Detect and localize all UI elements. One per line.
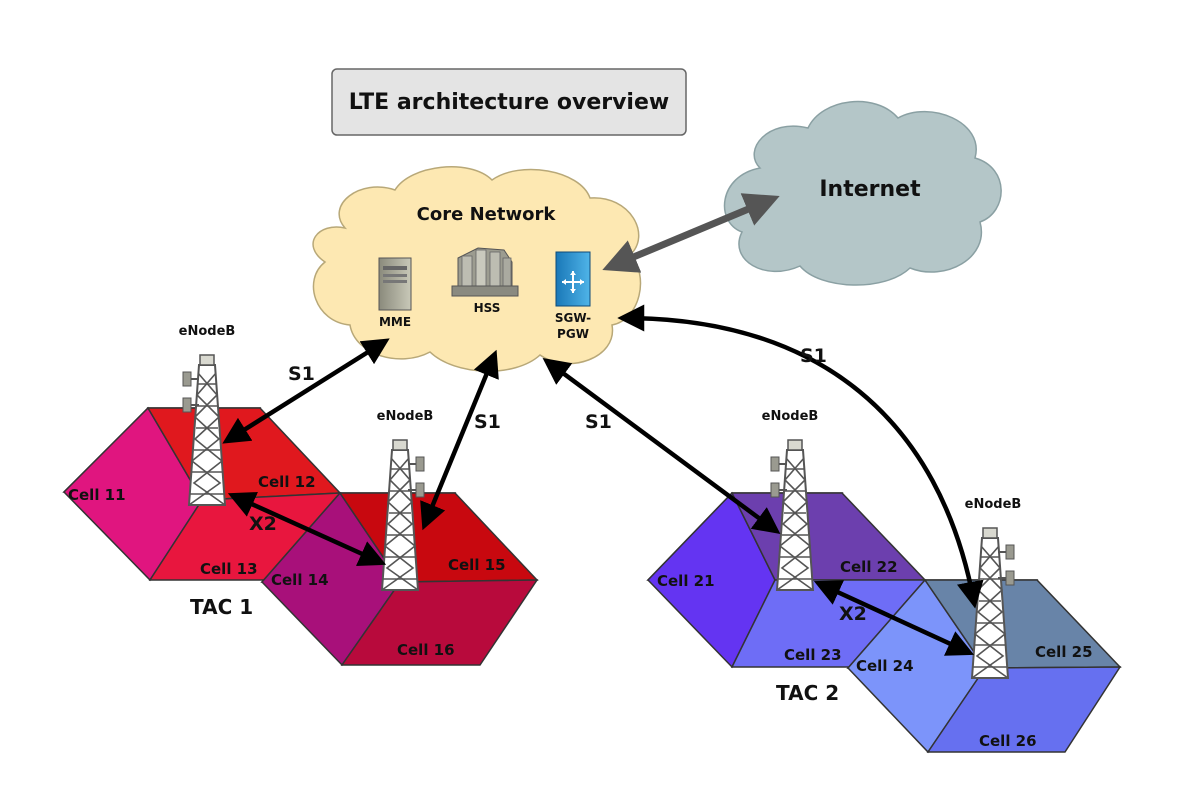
tac2-cell-26: [926, 666, 1122, 753]
sgw-pgw-label-line2: PGW: [557, 327, 589, 341]
diagram-title: LTE architecture overview: [349, 90, 669, 115]
internet-link: [602, 193, 780, 273]
cell-15-label: Cell 15: [448, 556, 506, 574]
s1-link-enb2-hss: [420, 349, 499, 531]
title-box: LTE architecture overview: [331, 68, 687, 136]
tac2-group: [646, 491, 1122, 754]
internet-label: Internet: [819, 177, 921, 202]
enodeb-label-3: eNodeB: [762, 409, 819, 424]
sgw-pgw-icon: [555, 251, 591, 307]
tac1-label: TAC 1: [190, 595, 253, 619]
core-network-label: Core Network: [417, 204, 557, 225]
s1-link-enb1-mme: [222, 338, 390, 444]
core-network-cloud: Core Network MME HSS SGW- PGW: [312, 166, 642, 372]
x2-label-2: X2: [839, 603, 867, 625]
cell-24-label: Cell 24: [856, 657, 914, 675]
internet-cloud: Internet: [723, 100, 1002, 286]
x2-label-1: X2: [249, 513, 277, 535]
s1-label-2: S1: [474, 411, 501, 433]
cell-14-label: Cell 14: [271, 571, 329, 589]
tac2-label: TAC 2: [776, 681, 839, 705]
hss-label: HSS: [474, 301, 501, 315]
s1-link-enb3-core: [542, 357, 781, 535]
tac1-cell-16: [340, 579, 539, 666]
cell-13-label: Cell 13: [200, 560, 258, 578]
cell-23-label: Cell 23: [784, 646, 842, 664]
s1-label-1: S1: [288, 363, 315, 385]
mme-label: MME: [379, 315, 411, 329]
cell-25-label: Cell 25: [1035, 643, 1093, 661]
mme-icon: [378, 257, 412, 311]
sgw-pgw-label-line1: SGW-: [555, 311, 591, 325]
cell-16-label: Cell 16: [397, 641, 455, 659]
cell-26-label: Cell 26: [979, 732, 1037, 750]
cell-12-label: Cell 12: [258, 473, 316, 491]
s1-label-4: S1: [800, 345, 827, 367]
x2-link-tac2: [813, 580, 975, 656]
hss-icon: [451, 247, 519, 297]
s1-link-enb4-sgw: [617, 304, 984, 609]
cell-11-label: Cell 11: [68, 486, 126, 504]
cell-22-label: Cell 22: [840, 558, 898, 576]
enodeb-label-2: eNodeB: [377, 409, 434, 424]
s1-label-3: S1: [585, 411, 612, 433]
cell-21-label: Cell 21: [657, 572, 715, 590]
x2-link-tac1: [227, 492, 387, 566]
tac1-group: [62, 406, 539, 667]
enodeb-label-1: eNodeB: [179, 324, 236, 339]
enodeb-label-4: eNodeB: [965, 497, 1022, 512]
